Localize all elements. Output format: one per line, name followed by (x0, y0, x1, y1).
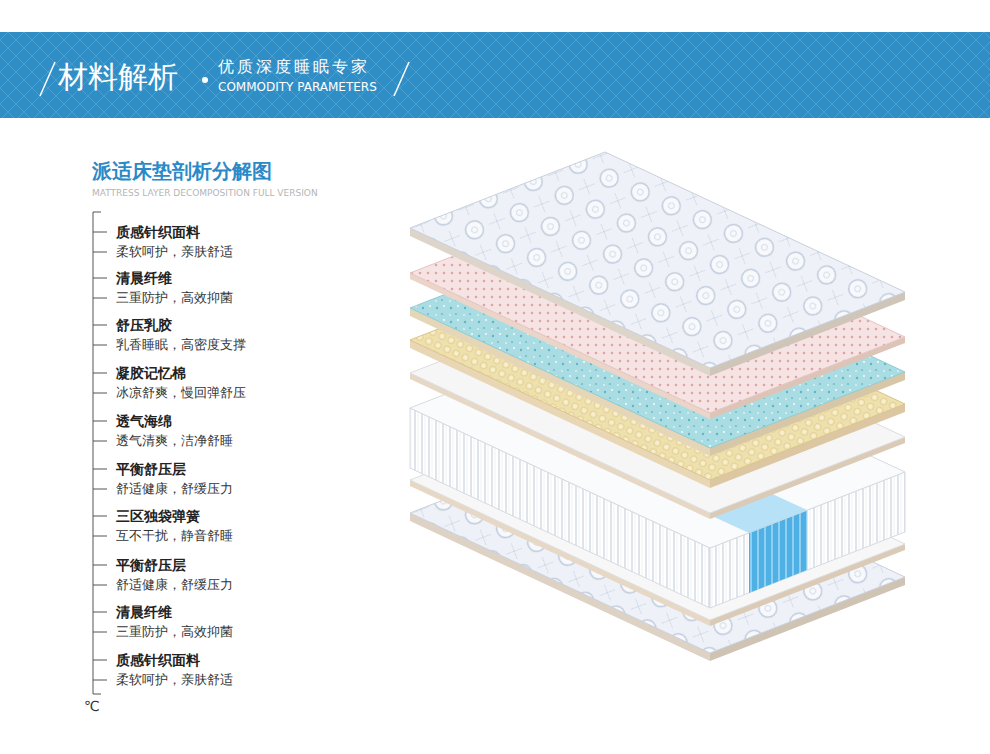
layer-description: 透气清爽，洁净舒睡 (116, 432, 233, 450)
layer-description: 三重防护，高效抑菌 (116, 623, 233, 641)
bullet-dot (202, 77, 208, 83)
layer-name: 清晨纤维 (116, 603, 172, 621)
page-title: 材料解析 (58, 58, 178, 96)
header-subtitle: 优质深度睡眠专家 (218, 57, 370, 77)
header-pattern (0, 32, 990, 118)
layer-description: 乳香睡眠，高密度支撑 (116, 336, 246, 354)
layer-name: 三区独袋弹簧 (116, 507, 200, 525)
layer-description: 舒适健康，舒缓压力 (116, 480, 233, 498)
layer-name: 质感针织面料 (116, 651, 200, 669)
slash-mark (394, 62, 409, 96)
top-quilt-layer (410, 152, 905, 376)
layer-name: 舒压乳胶 (116, 316, 172, 334)
layer-name: 平衡舒压层 (116, 556, 186, 574)
slash-mark (40, 62, 55, 96)
axis-ticks (93, 212, 107, 694)
header-band (0, 32, 990, 118)
layer-description: 冰凉舒爽，慢回弹舒压 (116, 384, 246, 402)
layer-description: 柔软呵护，亲肤舒适 (116, 671, 233, 689)
section-title: 派适床垫剖析分解图 (92, 158, 272, 184)
unit-mark: ℃ (84, 697, 100, 715)
layer-name: 质感针织面料 (116, 223, 200, 241)
layer-description: 互不干扰，静音舒睡 (116, 527, 233, 545)
layer-name: 凝胶记忆棉 (116, 364, 186, 382)
layer-description: 柔软呵护，亲肤舒适 (116, 243, 233, 261)
layer-name: 清晨纤维 (116, 269, 172, 287)
axis-line (93, 212, 94, 694)
layer-name: 透气海绵 (116, 412, 172, 430)
layer-description: 三重防护，高效抑菌 (116, 289, 233, 307)
header-english: COMMODITY PARAMETERS (218, 80, 377, 95)
layer-name: 平衡舒压层 (116, 460, 186, 478)
section-english: MATTRESS LAYER DECOMPOSITION FULL VERSIO… (92, 187, 318, 199)
layer-description: 舒适健康，舒缓压力 (116, 576, 233, 594)
